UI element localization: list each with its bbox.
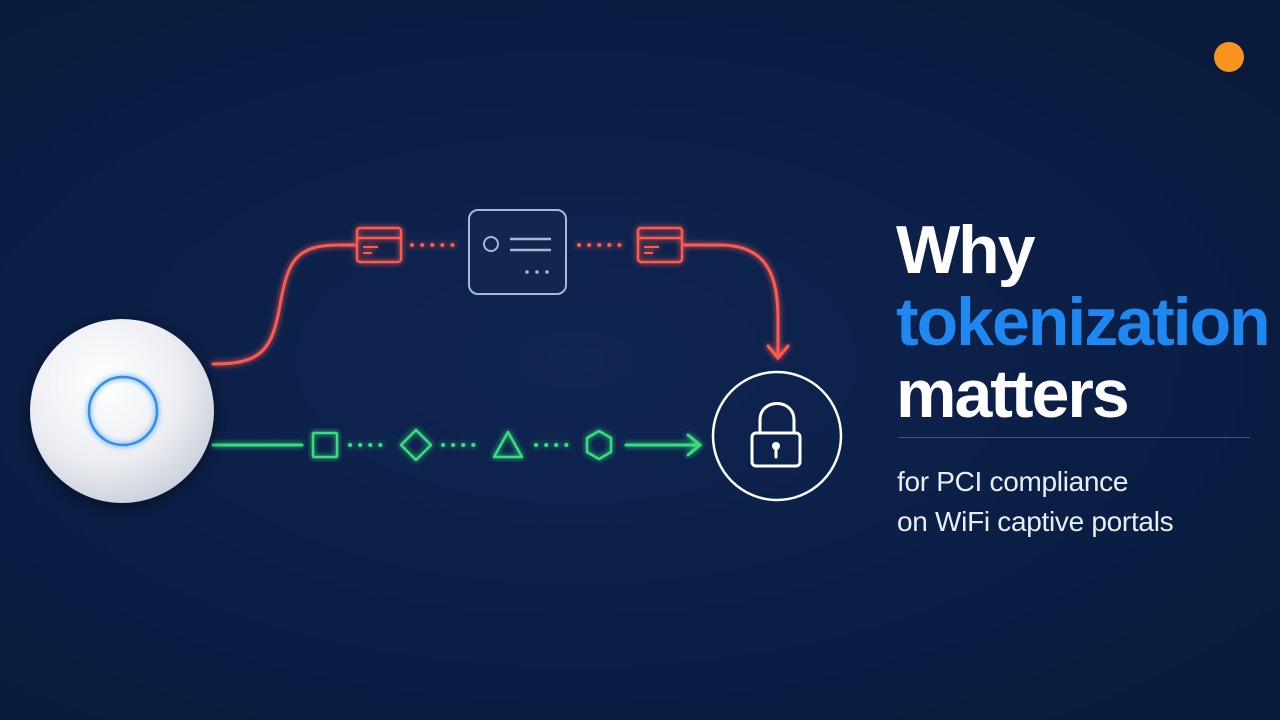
headline-line-matters: matters — [896, 356, 1130, 432]
raw-path-curve-left — [211, 243, 358, 366]
credit-card-icon — [355, 226, 403, 264]
server-record-icon — [468, 209, 567, 295]
subtitle: for PCI compliance on WiFi captive porta… — [897, 462, 1267, 542]
subtitle-line-2: on WiFi captive portals — [897, 506, 1174, 537]
subtitle-line-1: for PCI compliance — [897, 466, 1129, 497]
headline: Why tokenization matters — [896, 212, 1271, 432]
token-path-arrowhead — [686, 433, 703, 457]
square-token-icon — [311, 431, 339, 459]
raw-card-data-path — [211, 243, 790, 366]
hexagon-token-icon — [585, 429, 613, 461]
triangle-token-icon — [492, 430, 524, 459]
headline-line-why: Why — [896, 212, 1036, 288]
headline-line-tokenization: tokenization — [896, 284, 1271, 360]
padlock-icon — [711, 370, 843, 502]
token-path — [211, 433, 703, 457]
raw-path-arrowhead — [766, 344, 790, 361]
divider — [898, 437, 1250, 438]
credit-card-icon — [636, 226, 684, 264]
diamond-token-icon — [399, 428, 433, 462]
raw-path-curve-right — [682, 243, 780, 357]
status-dot — [1214, 42, 1244, 72]
wifi-access-point-icon — [30, 319, 214, 503]
